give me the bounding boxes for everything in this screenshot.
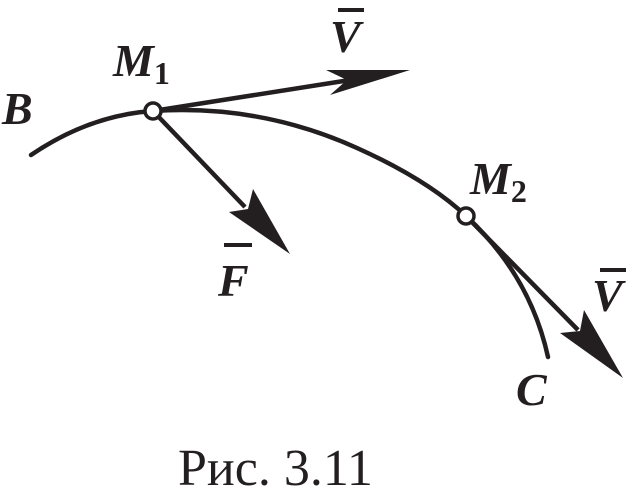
velocity-1-letter: V <box>330 11 364 62</box>
point-m1 <box>143 101 163 121</box>
velocity-2-letter: V <box>592 270 626 321</box>
label-m2-letter: M <box>469 153 513 204</box>
force-letter: F <box>217 255 249 306</box>
label-m2-index: 2 <box>511 173 527 209</box>
label-force: F <box>217 243 252 306</box>
velocity-vector-m2 <box>464 214 623 378</box>
trajectory-curve <box>28 107 551 360</box>
figure-caption: Рис. 3.11 <box>178 440 373 494</box>
point-m2 <box>456 206 476 226</box>
velocity-vector-m1 <box>152 70 410 114</box>
label-b: B <box>1 83 33 134</box>
label-m1-letter: M <box>112 35 156 86</box>
label-c: C <box>516 364 548 415</box>
velocity-arrowhead-m1 <box>326 70 410 95</box>
label-m1-index: 1 <box>154 55 170 91</box>
label-m2: M2 <box>469 153 527 209</box>
force-vector <box>151 109 290 254</box>
label-velocity-1: V <box>330 8 364 62</box>
force-arrowhead <box>229 189 290 254</box>
velocity-arrowhead-m2 <box>560 310 623 378</box>
label-m1: M1 <box>112 35 170 91</box>
label-velocity-2: V <box>592 268 626 321</box>
